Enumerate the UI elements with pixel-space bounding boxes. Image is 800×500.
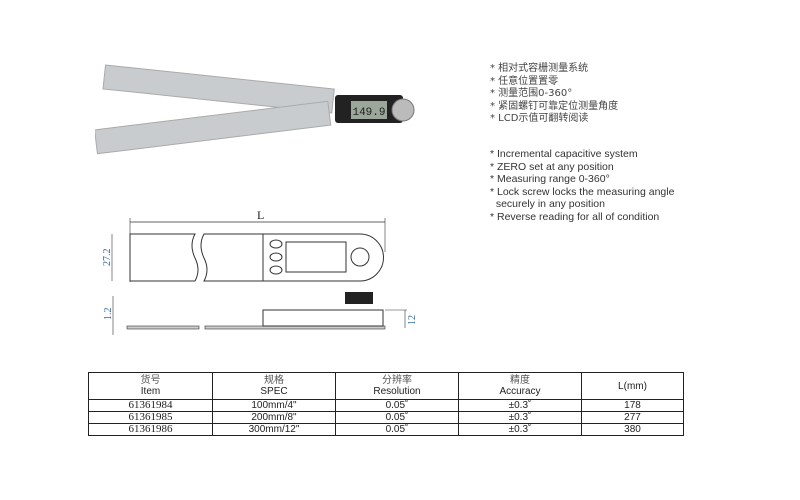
dimension-drawing: L 27.2 1.2 12 — [102, 208, 418, 335]
cell-spec: 200mm/8" — [212, 411, 336, 424]
header-length: L(mm) — [581, 372, 684, 400]
cell-item: 61361984 — [88, 399, 213, 412]
feature-item: * 任意位置置零 — [490, 75, 559, 87]
cell-accuracy: ±0.3˚ — [458, 411, 582, 424]
feature-item: * Measuring range 0-360° — [490, 173, 610, 185]
feature-item: * LCD示值可翻转阅读 — [490, 113, 589, 124]
cell-resolution: 0.05˚ — [335, 399, 459, 412]
cell-item: 61361986 — [88, 423, 213, 436]
cell-resolution: 0.05˚ — [335, 411, 459, 424]
length-label: L — [257, 208, 264, 222]
feature-item: * 相对式容栅测量系统 — [490, 63, 589, 74]
width-label: 27.2 — [102, 249, 113, 267]
cell-spec: 100mm/4" — [212, 399, 336, 412]
table-row: 61361985 200mm/8" 0.05˚ ±0.3˚ 277 — [88, 411, 684, 424]
cell-accuracy: ±0.3˚ — [458, 399, 582, 412]
cell-spec: 300mm/12" — [212, 423, 336, 436]
height-label: 12 — [407, 315, 418, 325]
cell-resolution: 0.05˚ — [335, 423, 459, 436]
feature-item: * 紧固螺钉可靠定位测量角度 — [490, 100, 619, 112]
table-row: 61361986 300mm/12" 0.05˚ ±0.3˚ 380 — [88, 423, 684, 436]
feature-item: * Incremental capacitive system — [490, 148, 638, 160]
feature-item: * Reverse reading for all of condition — [490, 210, 660, 223]
thickness-label: 1.2 — [103, 308, 114, 321]
product-photo: 149.9 — [95, 64, 415, 155]
table-row: 61361984 100mm/4" 0.05˚ ±0.3˚ 178 — [88, 399, 684, 412]
cell-length: 178 — [581, 399, 684, 412]
feature-item: * 测量范围0-360° — [490, 88, 573, 99]
cell-item: 61361985 — [88, 411, 213, 424]
cell-length: 380 — [581, 423, 684, 436]
lcd-reading: 149.9 — [352, 107, 385, 119]
feature-item: securely in any position — [490, 198, 605, 210]
cell-accuracy: ±0.3˚ — [458, 423, 582, 436]
features-chinese: * 相对式容栅测量系统 * 任意位置置零 * 测量范围0-360° * 紧固螺钉… — [490, 63, 618, 126]
feature-item: * ZERO set at any position — [490, 160, 614, 173]
cell-length: 277 — [581, 411, 684, 424]
feature-item: * Lock screw locks the measuring angle — [490, 185, 675, 198]
features-english: * Incremental capacitive system * ZERO s… — [490, 148, 674, 223]
